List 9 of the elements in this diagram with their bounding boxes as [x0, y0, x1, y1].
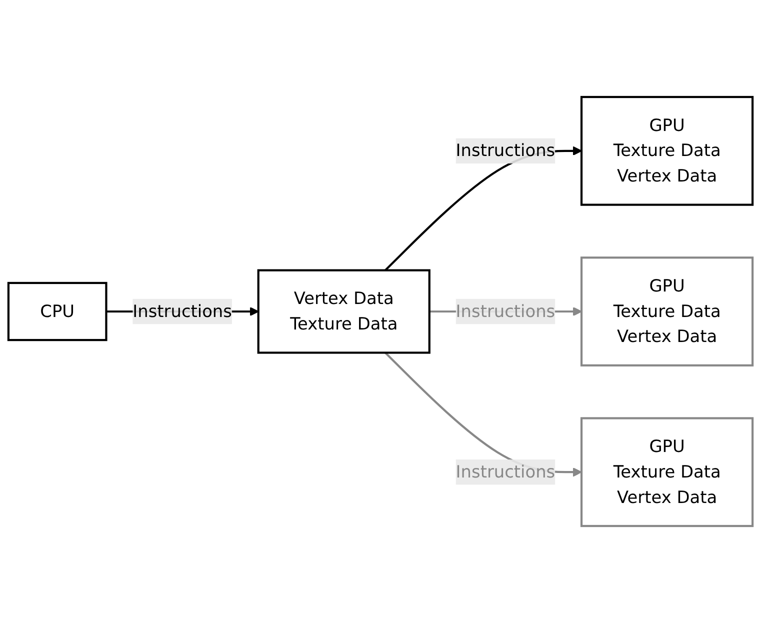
node-box: CPU — [7, 282, 108, 342]
edge-label: Instructions — [456, 300, 556, 322]
edge-label: Instructions — [456, 462, 556, 482]
edge-label: Instructions — [132, 300, 232, 322]
edge-label: Instructions — [456, 140, 556, 160]
node-box: GPU Texture Data Vertex Data — [580, 96, 754, 206]
node-box: GPU Texture Data Vertex Data — [580, 417, 754, 528]
node-box: GPU Texture Data Vertex Data — [580, 256, 754, 366]
node-box: Vertex Data Texture Data — [257, 269, 430, 354]
